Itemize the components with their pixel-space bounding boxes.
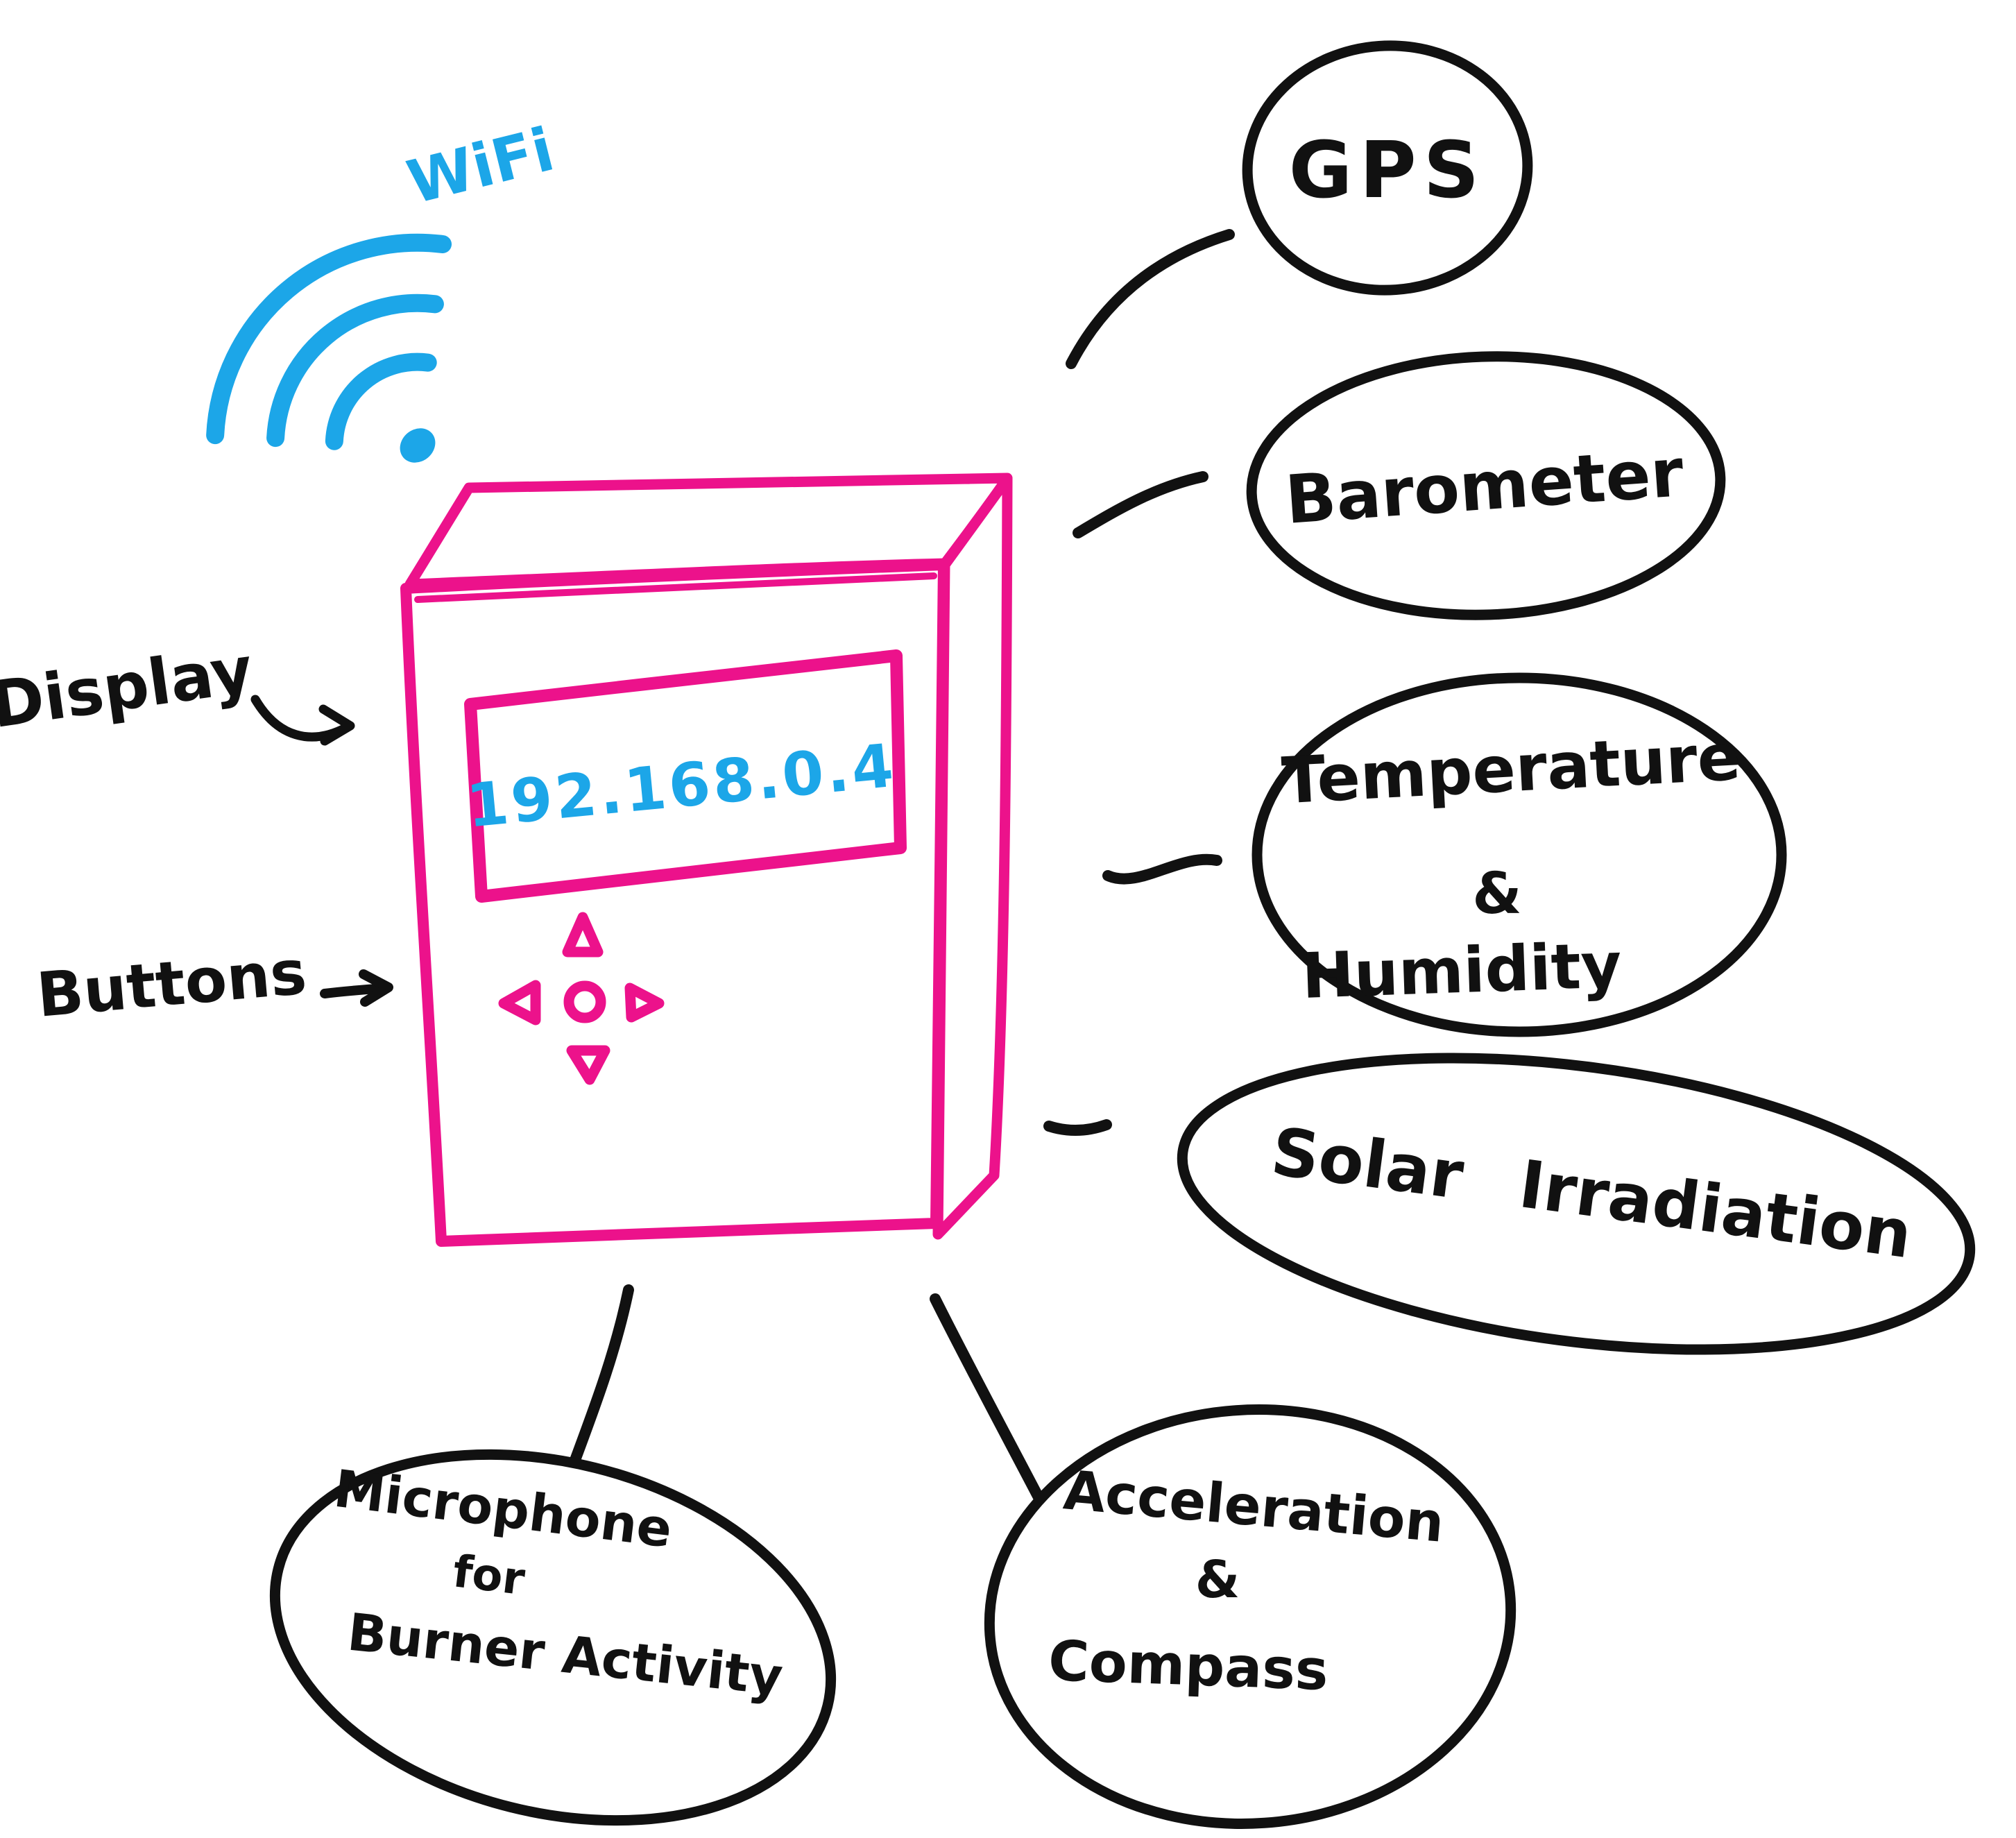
dpad-center-button	[563, 980, 606, 1023]
bubble-microphone-outline	[269, 1449, 837, 1826]
connector-temperature-humidity	[1102, 853, 1222, 885]
wifi-arc-outer	[206, 233, 452, 445]
wifi-icon	[206, 233, 452, 463]
bubble-barometer: Barometer	[1246, 351, 1726, 620]
connector-gps	[1066, 229, 1235, 369]
wifi-label: WiFi	[401, 115, 561, 218]
connector-lines	[554, 229, 1235, 1510]
bubble-humidity-line: Humidity	[1301, 929, 1623, 1013]
wifi-arc-inner	[325, 352, 437, 450]
connector-solar-irradiation	[1043, 1119, 1112, 1136]
bubble-compass-line: Compass	[1048, 1628, 1330, 1703]
dpad-up-button	[562, 912, 604, 958]
bubble-acceleration-compass: Acceleration & Compass	[984, 1404, 1517, 1829]
bubble-ampersand-line: &	[1472, 861, 1522, 927]
dpad-left-button	[498, 980, 541, 1026]
bubble-temperature-humidity-outline	[1252, 672, 1787, 1037]
device-box: 192.168.0.4	[400, 473, 1013, 1247]
wifi-dot	[400, 428, 436, 463]
display-label: Display	[0, 632, 257, 742]
device-top-edge-inner	[414, 572, 937, 603]
wifi-arc-middle	[266, 293, 444, 448]
bubble-ampersand2-line: &	[1195, 1550, 1240, 1610]
display-screen	[464, 649, 907, 903]
connector-acceleration-compass	[930, 1293, 1044, 1503]
bubble-gps-label: GPS	[1289, 126, 1487, 216]
dpad-down-button	[566, 1045, 610, 1085]
connector-barometer	[1073, 471, 1208, 538]
bubble-temperature-humidity: Temperature & Humidity	[1252, 672, 1787, 1037]
dpad	[498, 912, 665, 1085]
bubble-for-line: for	[450, 1546, 528, 1606]
bubble-solar-irradiation-outline	[1177, 1053, 1976, 1355]
buttons-label: Buttons	[34, 936, 309, 1031]
bubble-microphone: Microphone for Burner Activity	[269, 1449, 837, 1826]
display-annotation: Display	[0, 632, 355, 746]
buttons-annotation: Buttons	[34, 936, 393, 1031]
bubble-solar-irradiation: Solar Irradiation	[1177, 1053, 1976, 1355]
display-arrow-head-icon	[318, 704, 355, 746]
device-side-face	[932, 473, 1013, 1240]
buttons-arrow-head-icon	[359, 969, 393, 1007]
bubble-gps: GPS	[1242, 40, 1533, 296]
bubble-acceleration-compass-outline	[984, 1404, 1517, 1829]
bubble-barometer-outline	[1246, 351, 1726, 620]
dpad-right-button	[624, 982, 665, 1023]
bubble-gps-outline	[1242, 40, 1533, 296]
